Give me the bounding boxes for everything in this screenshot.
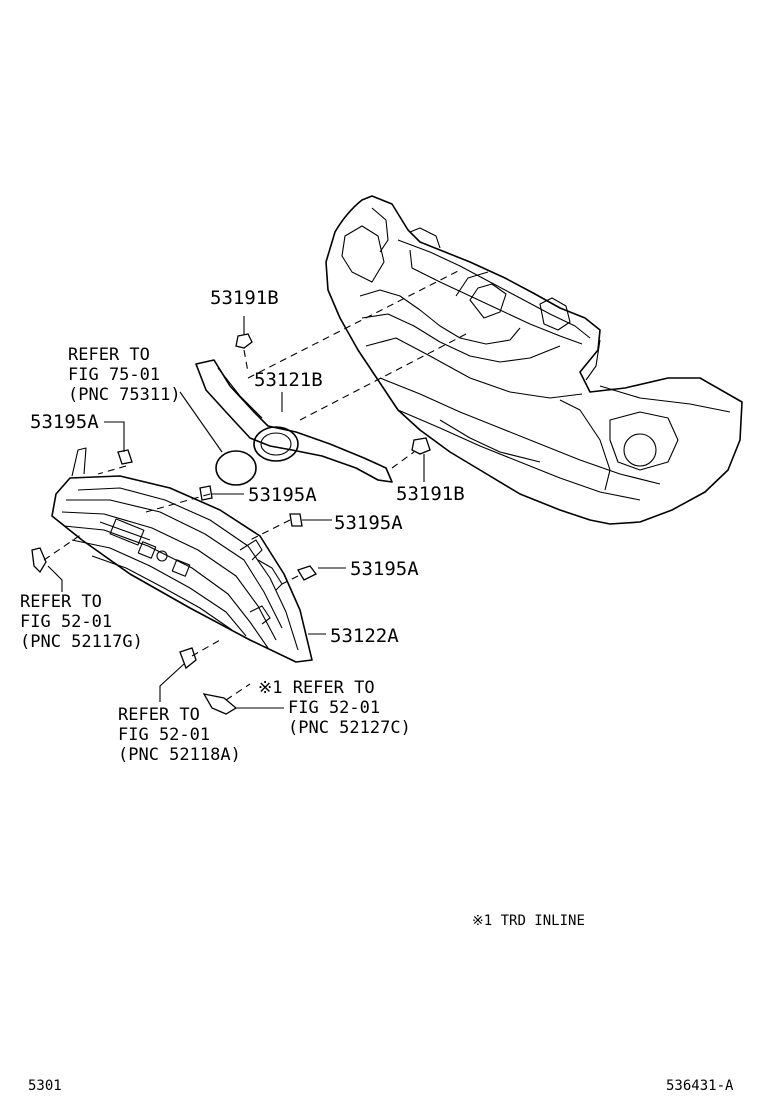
page-number: 5301: [28, 1078, 62, 1094]
ref-fig52-bottom-line1: REFER TO: [118, 705, 200, 725]
clip-53191b-right: [411, 437, 431, 455]
footnote: ※1 TRD INLINE: [472, 913, 585, 929]
ref-fig52-left-line1: REFER TO: [20, 592, 102, 612]
callout-53195a-left: 53195A: [30, 411, 99, 433]
ref-fig75: REFER TO FIG 75-01 (PNC 75311): [68, 345, 181, 405]
callout-53195a-mid3: 53195A: [350, 558, 419, 580]
ref-fig75-line2: FIG 75-01: [68, 365, 160, 385]
ref-fig75-line3: (PNC 75311): [68, 385, 181, 405]
ref-fig52-bottom: REFER TO FIG 52-01 (PNC 52118A): [118, 705, 241, 765]
clip-53191b-top: [235, 333, 253, 349]
bracket-trd: [202, 693, 238, 715]
bumper-cover: [325, 195, 743, 525]
ref-fig52-bottom-line3: (PNC 52118A): [118, 745, 241, 765]
clip-53195a-mid3: [297, 565, 317, 581]
emblem: [215, 450, 257, 486]
ref-fig52-note: ※1 REFER TO FIG 52-01 (PNC 52127C): [258, 678, 411, 738]
callout-53191b-right: 53191B: [396, 483, 465, 505]
ref-fig52-left: REFER TO FIG 52-01 (PNC 52117G): [20, 592, 143, 652]
ref-fig75-line1: REFER TO: [68, 345, 150, 365]
callout-53191b-top: 53191B: [210, 287, 279, 309]
assembly-lines: [43, 269, 471, 701]
leader-lines: [47, 316, 425, 709]
ref-fig52-left-line3: (PNC 52117G): [20, 632, 143, 652]
clip-53195a-left: [117, 449, 133, 465]
callout-53122a: 53122A: [330, 625, 399, 647]
callout-53195a-mid2: 53195A: [334, 512, 403, 534]
grille-molding: [195, 359, 393, 483]
callout-53195a-mid1: 53195A: [248, 484, 317, 506]
clip-53195a-mid1: [199, 485, 213, 501]
ref-fig52-bottom-line2: FIG 52-01: [118, 725, 210, 745]
ref-fig52-note-line1: ※1 REFER TO: [258, 678, 375, 698]
ref-fig52-left-line2: FIG 52-01: [20, 612, 112, 632]
clip-53195a-mid2: [289, 513, 303, 527]
callout-53121b: 53121B: [254, 369, 323, 391]
bracket-bottom: [179, 647, 197, 670]
bracket-left: [31, 547, 47, 574]
figure-id: 536431-A: [666, 1078, 734, 1094]
ref-fig52-note-line3: (PNC 52127C): [288, 718, 411, 738]
radiator-grille: [51, 447, 313, 663]
ref-fig52-note-line2: FIG 52-01: [288, 698, 380, 718]
